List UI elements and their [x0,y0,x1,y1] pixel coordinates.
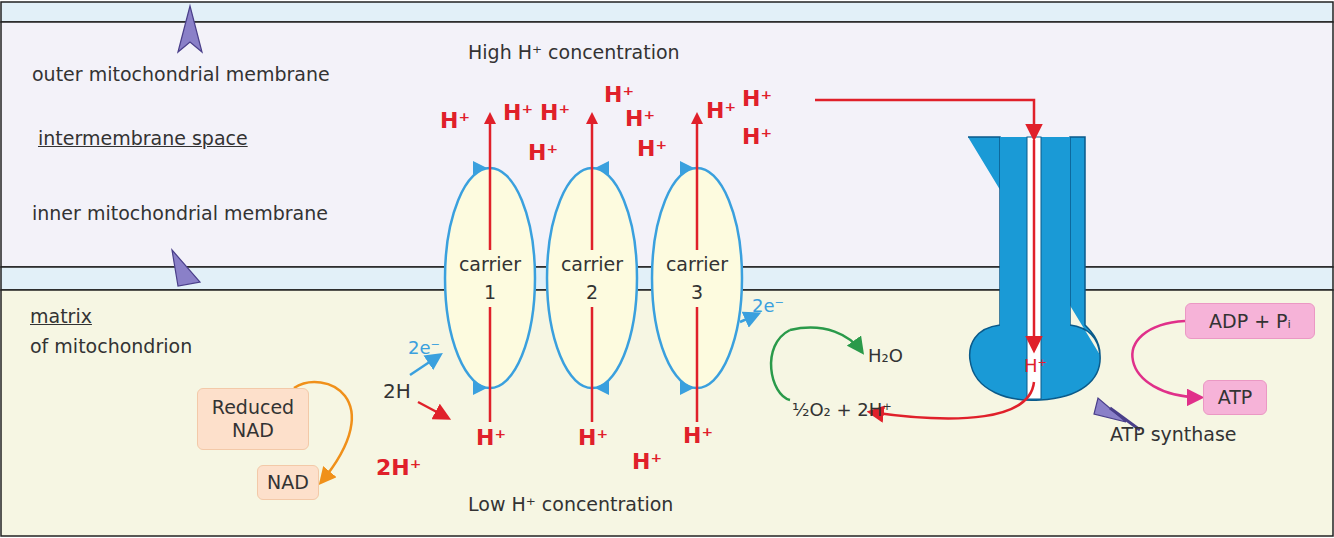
leader-arrow [1094,398,1126,422]
proton-label: H⁺ [632,449,662,474]
proton-label: H⁺ [742,124,772,149]
region-label: inner mitochondrial membrane [32,203,328,225]
chem-label: H₂O [868,346,903,367]
leader-arrow [178,6,202,52]
carrier-ellipse: carrier 1 [443,166,537,390]
concentration-label: Low H⁺ concentration [468,494,673,516]
node-label: Reduced NAD [204,396,302,442]
node-label: ADP + Pᵢ [1209,310,1291,333]
region-label: of mitochondrion [30,336,192,358]
proton-label: H⁺ [503,100,533,125]
proton-label: 2H⁺ [376,455,421,480]
atp-synthase [968,137,1100,400]
chem-label: ½O₂ + 2H⁺ [792,400,892,421]
carrier-ellipse: carrier 3 [650,166,744,390]
proton-label: H⁺ [476,425,506,450]
proton-label: H⁺ [683,423,713,448]
molecule-box: ADP + Pᵢ [1185,303,1315,339]
node-label: carrier 1 [452,250,528,307]
region-label: intermembrane space [38,128,248,150]
electron-label: 2e⁻ [408,338,440,359]
proton-label: H⁺ [528,140,558,165]
leader-arrow [172,250,200,286]
node-label: carrier 3 [659,250,735,307]
molecule-box: ATP [1203,380,1267,415]
molecule-box: NAD [257,465,319,500]
molecule-box: Reduced NAD [197,388,309,450]
proton-label: H⁺ [440,108,470,133]
region-label: matrix [30,306,92,328]
carrier-ellipse: carrier 2 [545,166,639,390]
chem-label: 2H [383,380,411,403]
region-label: outer mitochondrial membrane [32,64,330,86]
proton-label: H⁺ [604,82,634,107]
proton-label: H⁺ [637,136,667,161]
proton-label: H⁺ [578,425,608,450]
concentration-label: High H⁺ concentration [468,42,680,64]
proton-label: H⁺ [1024,356,1047,377]
proton-label: H⁺ [625,106,655,131]
proton-label: H⁺ [742,86,772,111]
proton-label: H⁺ [706,98,736,123]
electron-label: 2e⁻ [752,296,784,317]
node-label: ATP [1218,386,1253,409]
node-label: carrier 2 [554,250,630,307]
node-label: NAD [267,471,309,494]
proton-label: H⁺ [540,100,570,125]
chem-label: ATP synthase [1110,424,1237,446]
